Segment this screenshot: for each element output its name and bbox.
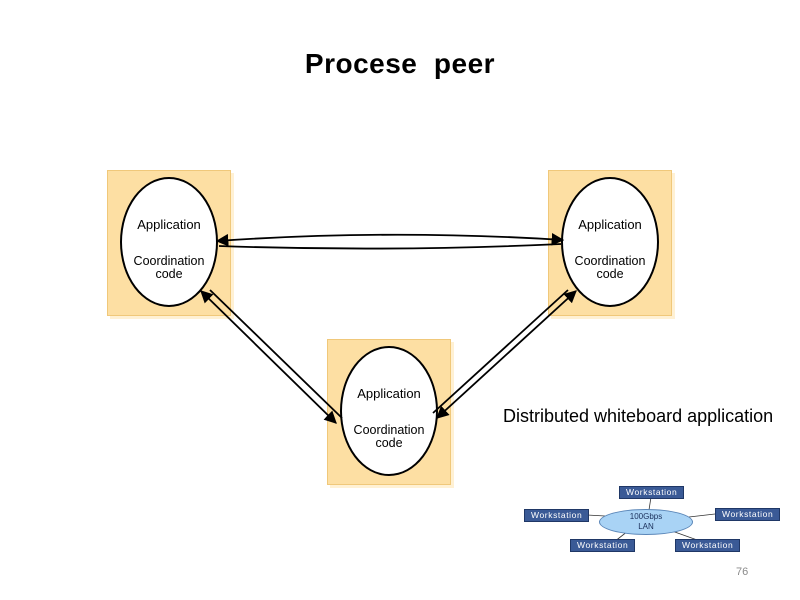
- lan-link-right: [688, 513, 716, 518]
- peer-oval: Application Coordination code: [340, 346, 438, 476]
- slide-title: Procese peer: [304, 48, 496, 79]
- coordination-label-line1: Coordination: [574, 254, 646, 268]
- link-arrow-left: [200, 290, 337, 424]
- coordination-label-line2: code: [596, 267, 624, 281]
- application-label: Application: [578, 217, 642, 232]
- page-number: 76: [736, 566, 749, 578]
- coordination-code-label: Coordination code: [342, 424, 436, 450]
- peer-process-top-right: Application Coordination code: [548, 170, 672, 316]
- link-arrow-left-return: [209, 289, 343, 419]
- workstation-node-bottom-left: Workstation: [570, 539, 636, 552]
- peer-process-bottom: Application Coordination code: [327, 339, 451, 485]
- application-label: Application: [357, 386, 421, 401]
- workstation-node-right: Workstation: [715, 508, 781, 521]
- coordination-label-line2: code: [375, 436, 403, 450]
- coordination-label-line1: Coordination: [353, 423, 425, 437]
- coordination-code-label: Coordination code: [122, 255, 216, 281]
- lan-speed-label: 100Gbps: [629, 512, 663, 521]
- link-arrow-top: [215, 232, 565, 247]
- link-arrow-top-return: [218, 243, 562, 250]
- application-label: Application: [137, 217, 201, 232]
- coordination-label-line1: Coordination: [133, 254, 205, 268]
- diagram-caption: Distributed whiteboard application: [503, 406, 774, 426]
- link-arrow-right-return: [432, 289, 569, 414]
- workstation-node-left: Workstation: [524, 509, 590, 522]
- lan-node: 100Gbps LAN: [599, 509, 693, 535]
- workstation-node-bottom-right: Workstation: [675, 539, 741, 552]
- coordination-label-line2: code: [155, 267, 183, 281]
- coordination-code-label: Coordination code: [563, 255, 657, 281]
- workstation-node-top: Workstation: [619, 486, 685, 499]
- peer-oval: Application Coordination code: [561, 177, 659, 307]
- link-arrow-right: [436, 290, 577, 419]
- lan-link-top: [648, 496, 652, 511]
- lan-label: LAN: [638, 522, 654, 531]
